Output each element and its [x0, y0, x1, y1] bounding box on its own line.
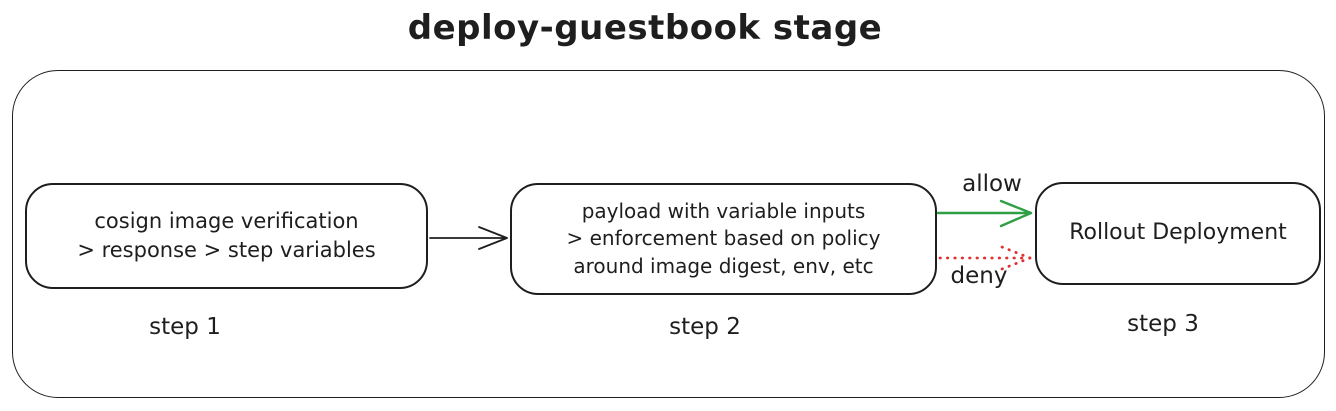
step3-box-text-line1: Rollout Deployment [1069, 220, 1287, 246]
step2-box: payload with variable inputs > enforceme… [510, 183, 937, 295]
step1-box: cosign image verification > response > s… [25, 183, 428, 289]
step3-box: Rollout Deployment [1035, 182, 1321, 285]
step2-box-text-line2: > enforcement based on policy [566, 226, 881, 251]
diagram-title: deploy-guestbook stage [407, 8, 883, 48]
step2-box-text-line1: payload with variable inputs [581, 198, 866, 223]
step1-box-text-line1: cosign image verification [94, 209, 359, 234]
step3-caption: step 3 [1127, 311, 1199, 337]
allow-arrow-label: allow [962, 171, 1022, 197]
step2-caption: step 2 [669, 314, 741, 340]
step1-box-text-line2: > response > step variables [77, 238, 376, 262]
deny-arrow-label: deny [950, 263, 1008, 289]
step2-box-text-line3: around image digest, env, etc [573, 253, 874, 278]
stage-container-frame [12, 70, 1325, 398]
step1-caption: step 1 [149, 314, 221, 340]
